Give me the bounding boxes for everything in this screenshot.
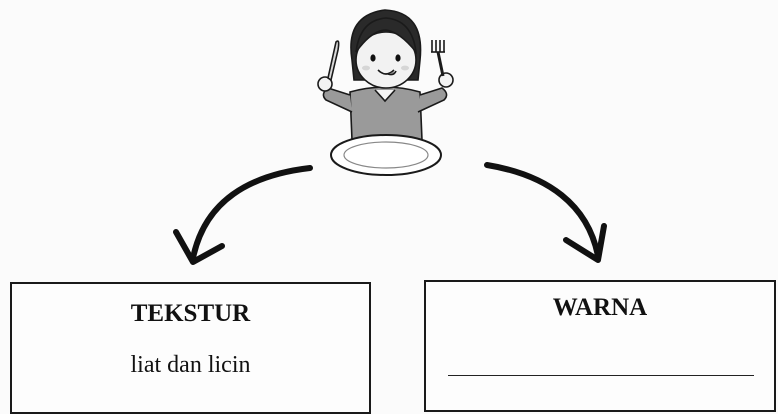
texture-title: TEKSTUR bbox=[130, 300, 251, 327]
texture-value: liat dan licin bbox=[130, 352, 251, 378]
texture-box: TEKSTUR liat dan licin bbox=[10, 282, 371, 414]
color-box: WARNA bbox=[424, 280, 776, 412]
girl-with-plate-icon bbox=[317, 9, 454, 176]
arrow-to-right-box-icon bbox=[484, 162, 607, 263]
color-answer-line[interactable] bbox=[448, 375, 754, 376]
color-title: WARNA bbox=[552, 294, 648, 321]
arrow-to-left-box-icon bbox=[173, 165, 313, 265]
